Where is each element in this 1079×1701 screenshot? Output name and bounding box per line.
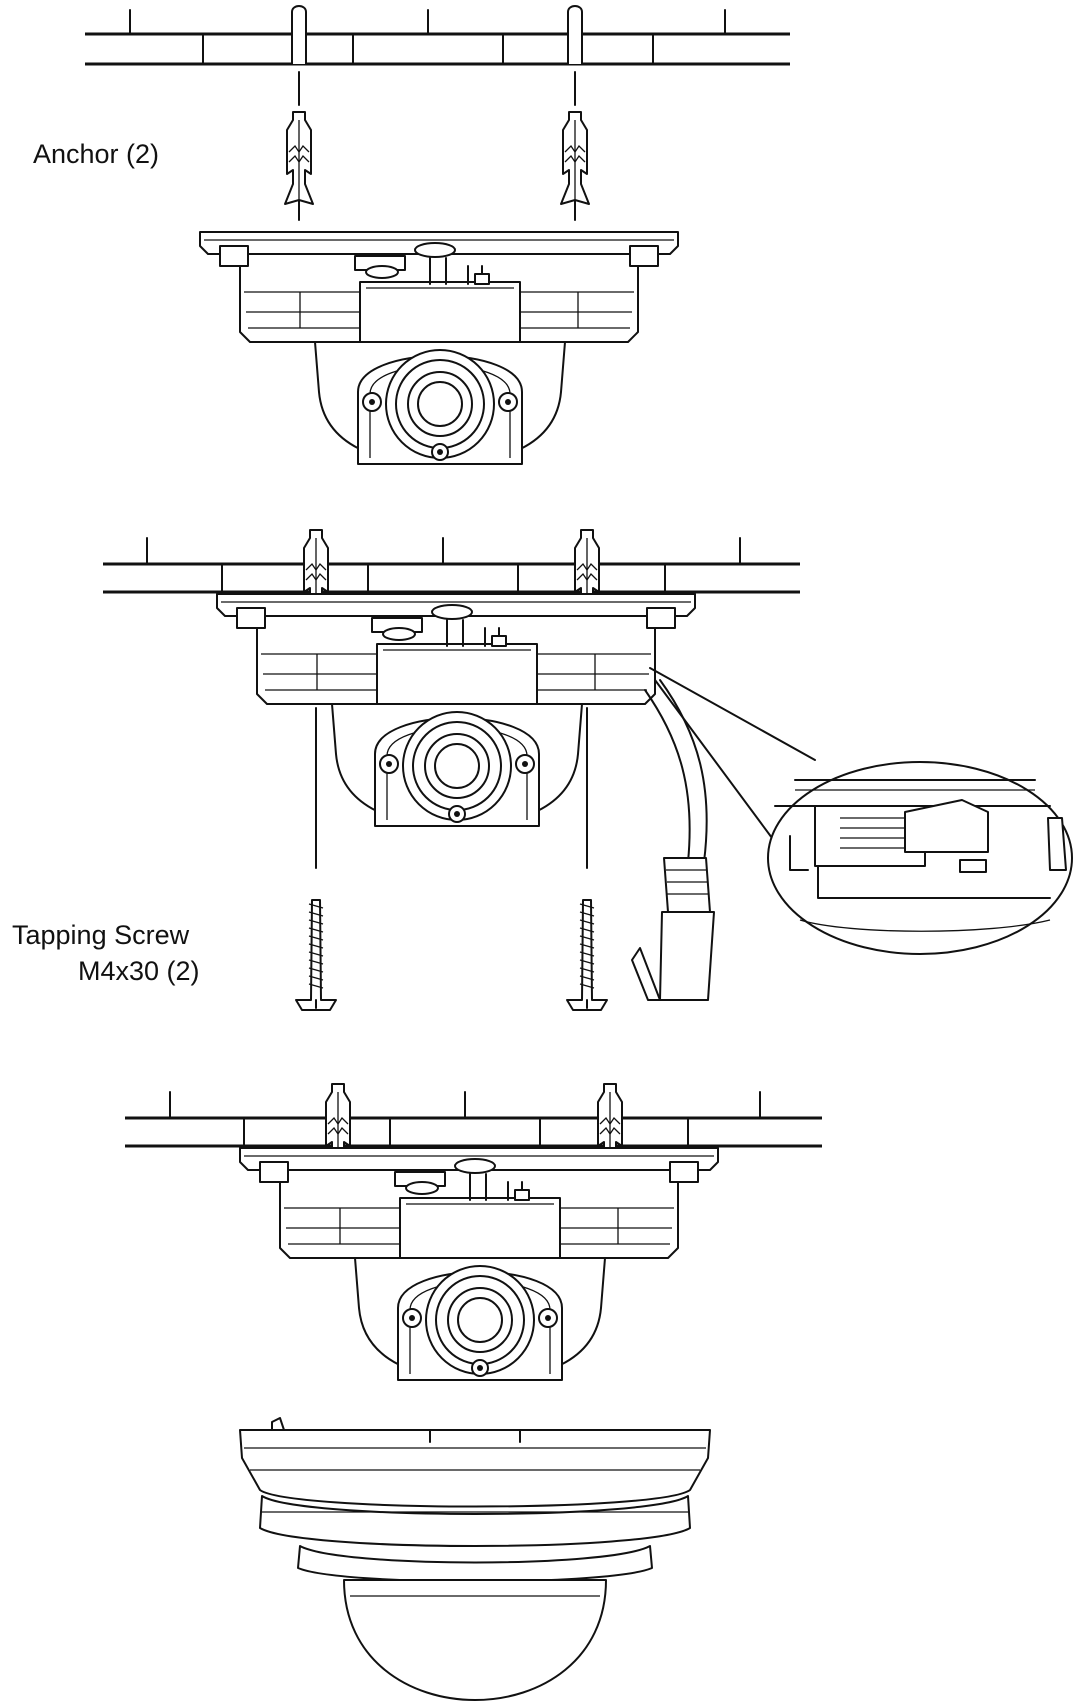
tapping-screw-left xyxy=(295,899,337,1011)
dome-cover xyxy=(239,1417,711,1701)
tapping-screw-label-line2: M4x30 (2) xyxy=(78,956,200,986)
camera-body-step1 xyxy=(199,231,679,465)
tapping-screw-right xyxy=(566,899,608,1011)
camera-body-step3 xyxy=(239,1147,719,1381)
step-2-mount-and-connect: Tapping Screw M4x30 (2) xyxy=(12,529,1073,1011)
anchor-right xyxy=(560,111,590,205)
guide-lines-1 xyxy=(298,71,576,221)
step-3-attach-dome-cover xyxy=(125,1083,822,1701)
anchor-label: Anchor (2) xyxy=(33,139,159,169)
anchor-left xyxy=(284,111,314,205)
network-cable xyxy=(631,679,715,1001)
tapping-screw-label-line1: Tapping Screw xyxy=(12,920,190,950)
connector-detail-callout xyxy=(649,667,1073,955)
camera-body-step2 xyxy=(216,593,696,827)
step-1-drill-and-anchors: Anchor (2) xyxy=(33,5,790,465)
ceiling-brick-wall-1 xyxy=(85,5,790,66)
ceiling-brick-wall-3 xyxy=(125,1091,822,1148)
ceiling-brick-wall-2 xyxy=(103,537,800,594)
